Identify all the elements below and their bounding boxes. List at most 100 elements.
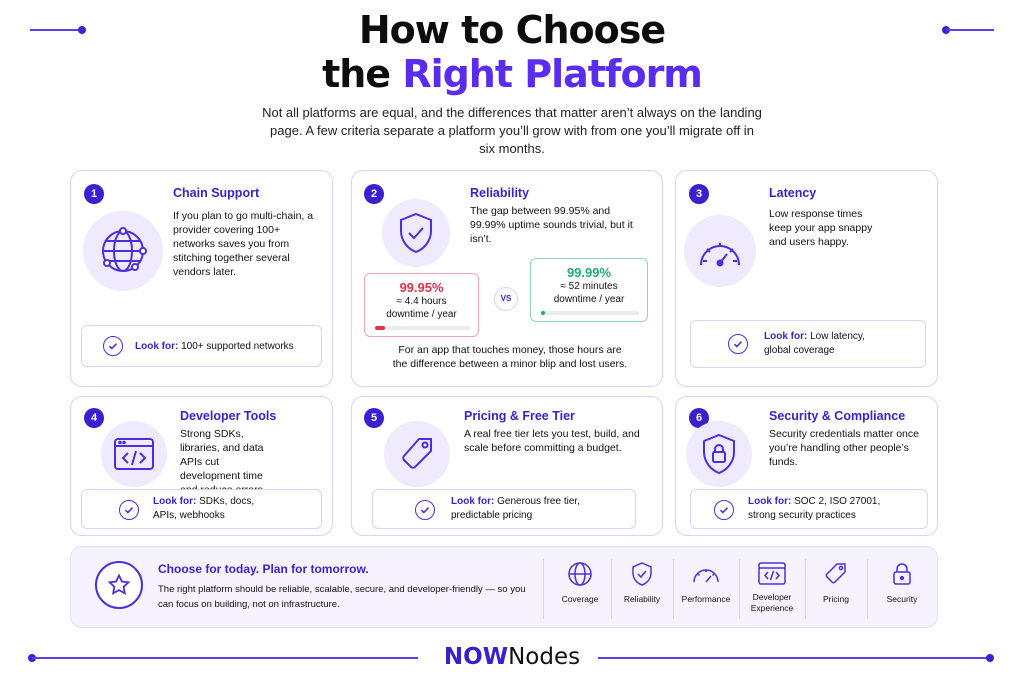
- speedometer-icon: [684, 215, 756, 287]
- summary-panel: Choose for today. Plan for tomorrow. The…: [70, 546, 938, 628]
- title-accent: Right Platform: [402, 52, 703, 96]
- brand-part1: NOW: [443, 644, 509, 670]
- lookfor-value: Generous free tier, predictable pricing: [451, 496, 580, 521]
- page-title-line1: How to Choose: [358, 8, 666, 52]
- card-description: The gap between 99.95% and 99.99% uptime…: [470, 205, 633, 245]
- card-title: Latency: [769, 186, 817, 200]
- lookfor-box: Look for: Generous free tier, predictabl…: [372, 489, 636, 529]
- star-badge-icon: [95, 561, 143, 609]
- stat-uptime-9995: 99.95% ≈ 4.4 hours downtime / year: [364, 273, 479, 337]
- footer-item-label: Coverage: [561, 594, 599, 604]
- decor-line-bottom-left: [32, 657, 418, 659]
- globe-network-icon: [83, 211, 163, 291]
- card-description: Security credentials matter once you’re …: [769, 428, 919, 468]
- card-description: A real free tier lets you test, build, a…: [464, 428, 640, 454]
- lookfor-label: Look for:: [451, 496, 495, 507]
- card-number: 2: [364, 184, 384, 204]
- lookfor-box: Look for: 100+ supported networks: [81, 325, 322, 367]
- footer-item-performance: Performance: [673, 561, 739, 605]
- card-pricing: 5 Pricing & Free Tier A real free tier l…: [351, 396, 663, 536]
- lookfor-box: Look for: SOC 2, ISO 27001, strong secur…: [690, 489, 928, 529]
- title-plain: the: [322, 52, 391, 96]
- shield-check-icon: [632, 562, 652, 586]
- stat-uptime-9999: 99.99% ≈ 52 minutes downtime / year: [530, 258, 648, 322]
- summary-divider: [739, 559, 740, 619]
- decor-dot-top-left: [78, 26, 86, 34]
- code-window-icon: [758, 562, 786, 585]
- footer-item-label: Security: [886, 594, 918, 604]
- decor-dot-bottom-right: [986, 654, 994, 662]
- stat-description: ≈ 4.4 hours downtime / year: [386, 296, 457, 320]
- speedometer-icon: [693, 569, 719, 583]
- brand-logo: NOWNodes: [0, 644, 1024, 670]
- downtime-bar-fill: [375, 326, 385, 330]
- code-window-icon: [101, 421, 167, 487]
- card-description: Low response times keep your app snappy …: [769, 208, 873, 248]
- lookfor-label: Look for:: [153, 496, 197, 507]
- page-title-line2: the Right Platform: [0, 52, 1024, 96]
- check-circle-icon: [119, 500, 139, 520]
- downtime-bar: [541, 311, 639, 315]
- downtime-bar: [375, 326, 470, 330]
- card-number: 3: [689, 184, 709, 204]
- summary-divider: [805, 559, 806, 619]
- stat-value: 99.99%: [566, 265, 612, 280]
- card-number: 4: [84, 408, 104, 428]
- vs-badge: VS: [494, 287, 518, 311]
- card-title: Developer Tools: [180, 409, 277, 423]
- check-circle-icon: [714, 500, 734, 520]
- card-security: 6 Security & Compliance Security credent…: [675, 396, 938, 536]
- lookfor-text: Look for: Generous free tier, predictabl…: [451, 495, 601, 523]
- card-description: If you plan to go multi-chain, a provide…: [173, 210, 314, 278]
- lookfor-value: Low latency, global coverage: [764, 331, 865, 356]
- decor-line-bottom-right: [598, 657, 990, 659]
- footer-item-label: Reliability: [623, 594, 661, 604]
- card-chain-support: 1 Chain Support If you plan to go multi-…: [70, 170, 333, 387]
- summary-divider: [867, 559, 868, 619]
- lookfor-label: Look for:: [748, 496, 792, 507]
- footer-item-security: Security: [871, 561, 933, 605]
- card-latency: 3 Latency Low response times keep your a…: [675, 170, 938, 387]
- check-circle-icon: [728, 334, 748, 354]
- summary-divider: [673, 559, 674, 619]
- decor-line-top-right: [946, 29, 994, 31]
- footer-item-pricing: Pricing: [805, 561, 867, 605]
- summary-text: The right platform should be reliable, s…: [158, 584, 526, 610]
- summary-divider: [543, 559, 544, 619]
- lookfor-text: Look for: Low latency, global coverage: [764, 330, 894, 358]
- lookfor-value: 100+ supported networks: [181, 341, 294, 352]
- card-description: Strong SDKs, libraries, and data APIs cu…: [180, 428, 266, 496]
- check-circle-icon: [415, 500, 435, 520]
- price-tag-icon: [825, 563, 846, 584]
- lookfor-box: Look for: SDKs, docs, APIs, webhooks: [81, 489, 322, 529]
- reliability-footnote: For an app that touches money, those hou…: [392, 344, 628, 370]
- card-reliability: 2 Reliability The gap between 99.95% and…: [351, 170, 663, 387]
- footer-item-reliability: Reliability: [611, 561, 673, 605]
- card-number: 6: [689, 408, 709, 428]
- shield-lock-icon: [686, 421, 752, 487]
- footer-item-label: Developer Experience: [750, 592, 794, 613]
- summary-title: Choose for today. Plan for tomorrow.: [158, 562, 369, 576]
- padlock-icon: [893, 563, 911, 585]
- footer-item-coverage: Coverage: [549, 561, 611, 605]
- lookfor-value: SOC 2, ISO 27001, strong security practi…: [748, 496, 881, 521]
- footer-item-label: Performance: [681, 594, 731, 604]
- card-number: 1: [84, 184, 104, 204]
- lookfor-box: Look for: Low latency, global coverage: [690, 320, 926, 368]
- brand-part2: Nodes: [508, 644, 581, 670]
- downtime-bar-fill: [541, 311, 545, 315]
- card-title: Chain Support: [173, 186, 260, 200]
- summary-divider: [611, 559, 612, 619]
- shield-check-icon: [382, 199, 450, 267]
- lookfor-value: SDKs, docs, APIs, webhooks: [153, 496, 255, 521]
- card-number: 5: [364, 408, 384, 428]
- footer-item-label: Pricing: [823, 594, 849, 604]
- stat-description: ≈ 52 minutes downtime / year: [553, 281, 625, 305]
- stat-value: 99.95%: [399, 280, 444, 295]
- card-title: Reliability: [470, 186, 530, 200]
- lookfor-text: Look for: SOC 2, ISO 27001, strong secur…: [748, 495, 908, 523]
- lookfor-label: Look for:: [135, 341, 179, 352]
- card-title: Pricing & Free Tier: [464, 409, 575, 423]
- footer-item-developer-experience: Developer Experience: [739, 561, 805, 614]
- price-tag-icon: [384, 421, 450, 487]
